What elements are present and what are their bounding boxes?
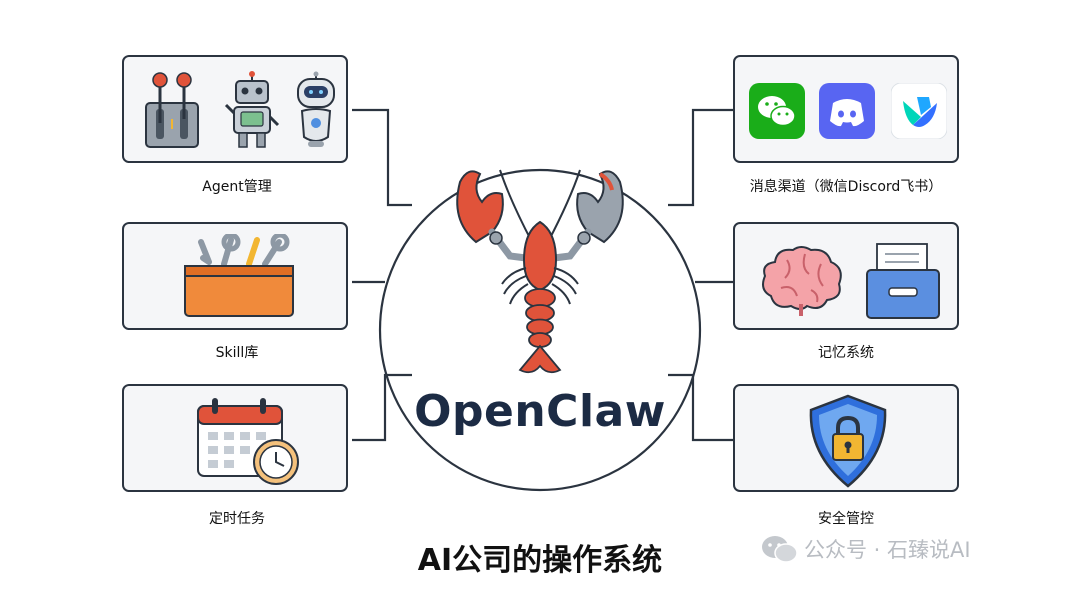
connector-schedule: [352, 373, 412, 442]
skills-label: Skill库: [215, 345, 259, 361]
calendar-clock-icon: [197, 398, 299, 485]
toolbox-icon: [184, 234, 294, 317]
schedule-card: [122, 384, 348, 492]
wechat-watermark-icon: [762, 536, 798, 563]
wechat-icon: [749, 83, 805, 139]
control-levers-icon: [145, 72, 199, 148]
center-title: OpenClaw: [414, 386, 666, 437]
agent-card: [122, 55, 348, 163]
channels-card: [733, 55, 959, 163]
channels-label: 消息渠道（微信Discord飞书）: [749, 179, 943, 195]
memory-label: 记忆系统: [818, 345, 874, 361]
security-card: [733, 384, 959, 492]
connector-agent: [352, 108, 412, 207]
robot-icon: [224, 71, 280, 148]
android-assistant-icon: [297, 71, 335, 147]
file-drawer-icon: [866, 243, 940, 319]
watermark-text: 公众号 · 石臻说AI: [804, 538, 971, 562]
feishu-icon: [891, 83, 947, 139]
discord-icon: [819, 83, 875, 139]
brain-icon: [762, 246, 842, 316]
memory-card: [733, 222, 959, 330]
schedule-label: 定时任务: [209, 511, 265, 527]
lobster-icon: [456, 169, 624, 374]
agent-label: Agent管理: [202, 179, 272, 195]
watermark: 公众号 · 石臻说AI: [760, 532, 971, 566]
skills-card: [122, 222, 348, 330]
caption: AI公司的操作系统: [417, 543, 663, 578]
connector-channels: [668, 108, 733, 207]
security-label: 安全管控: [818, 511, 874, 527]
connector-security: [668, 373, 733, 442]
shield-lock-icon: [809, 394, 887, 488]
